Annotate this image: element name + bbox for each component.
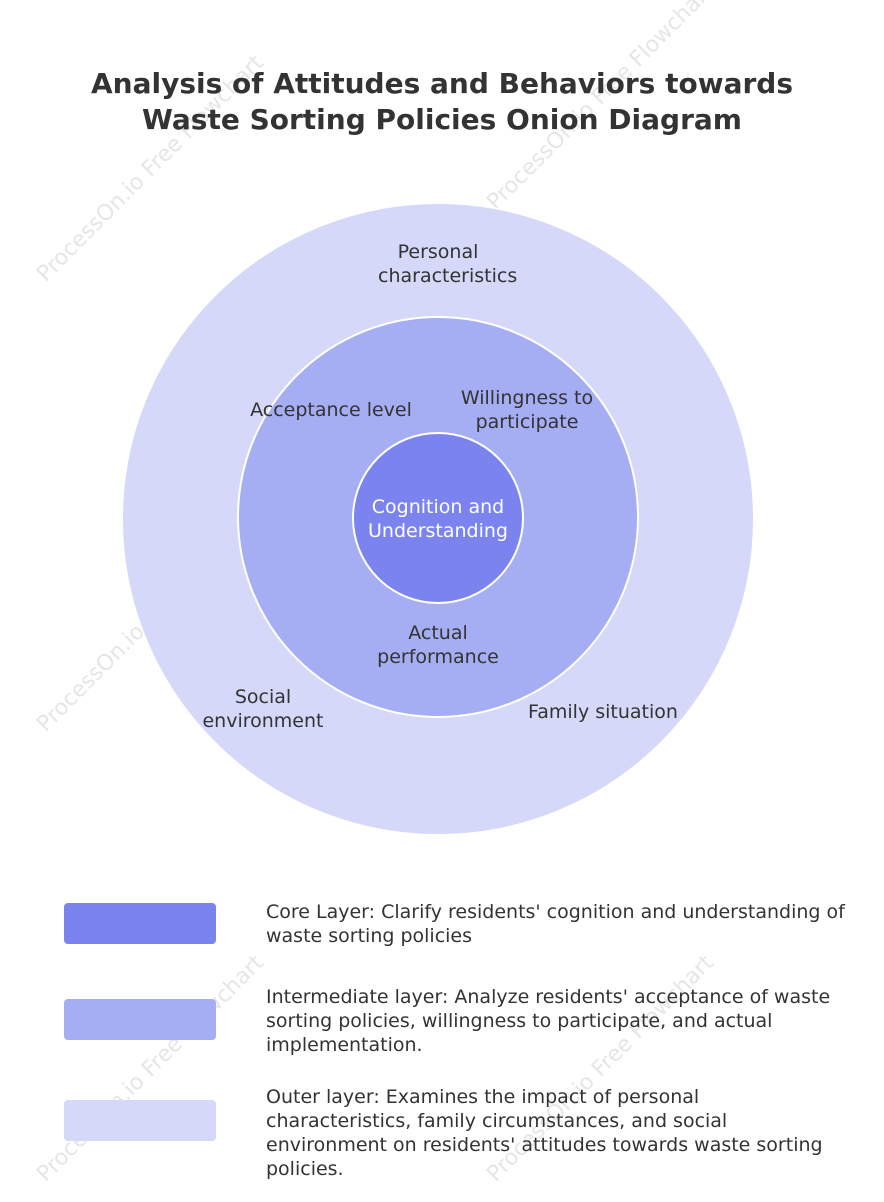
legend-text-core: Core Layer: Clarify residents' cognition… [266,901,845,947]
legend-text-intermediate: Intermediate layer: Analyze residents' a… [266,986,831,1056]
legend-text-outer: Outer layer: Examines the impact of pers… [266,1086,823,1180]
intermediate-label-acceptance-level: Acceptance level [250,399,412,421]
diagram-title: Analysis of Attitudes and Behaviors towa… [91,67,793,136]
outer-label-personal-characteristics: Personal characteristics [378,241,518,287]
outer-label-social-environment: Social environment [202,686,324,732]
outer-label-family-situation: Family situation [528,701,678,723]
legend-swatch-core [64,903,216,944]
core-label: Cognition and Understanding [368,496,508,542]
core-layer-ring [352,432,524,604]
watermark-text: ProcessOn.io Free Flowchart [32,950,269,1187]
intermediate-label-actual-performance: Actual performance [377,622,499,668]
legend-swatch-intermediate [64,999,216,1040]
legend-swatch-outer [64,1100,216,1141]
intermediate-label-willingness: Willingness to participate [460,387,594,433]
